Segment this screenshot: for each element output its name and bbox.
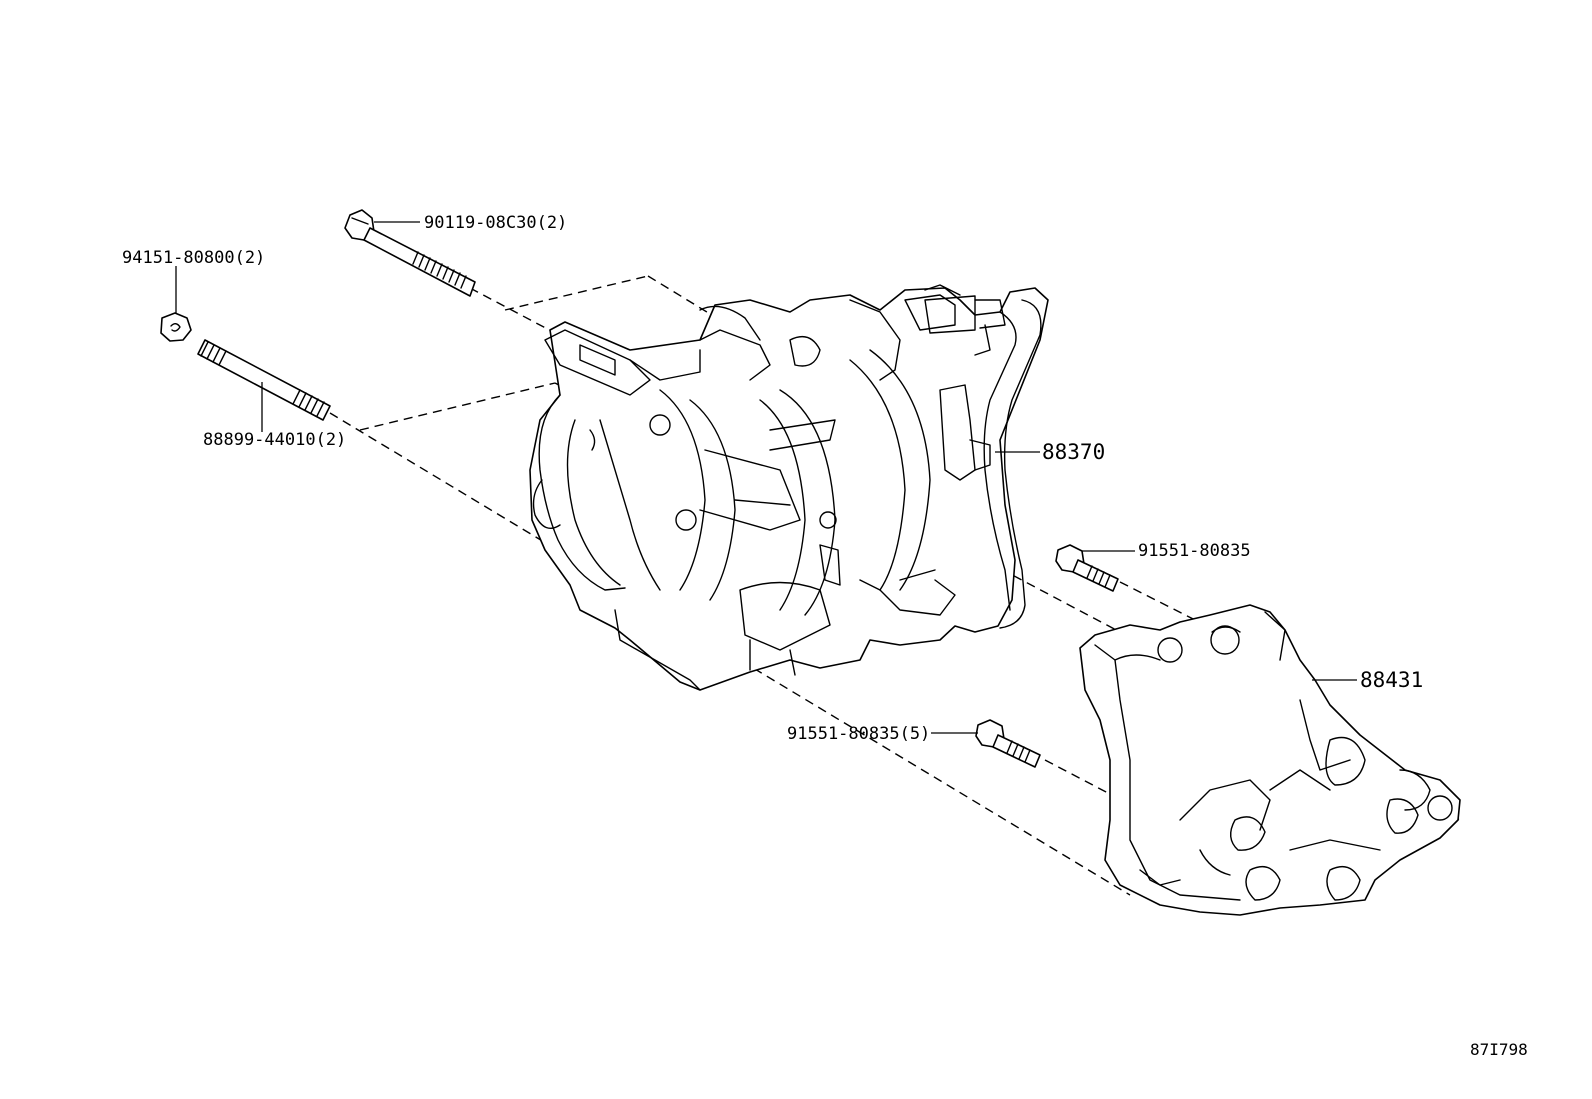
label-nut: 94151-80800(2) xyxy=(122,248,265,268)
label-bracket: 88431 xyxy=(1360,668,1423,692)
compressor-assembly xyxy=(529,284,1049,691)
bolt-lower xyxy=(975,719,1041,768)
nut xyxy=(160,266,192,342)
label-bolt-lower: 91551-80835(5) xyxy=(787,724,930,744)
long-bolt-top xyxy=(344,209,476,297)
label-stud: 88899-44010(2) xyxy=(203,430,346,450)
leader-lines xyxy=(374,221,1357,734)
bracket xyxy=(1079,604,1461,916)
label-compressor: 88370 xyxy=(1042,440,1105,464)
bolt-right xyxy=(1055,544,1119,592)
stud xyxy=(197,339,331,432)
label-bolt-right: 91551-80835 xyxy=(1138,541,1251,561)
reference-number: 87I798 xyxy=(1470,1040,1528,1059)
label-bolt-top: 90119-08C30(2) xyxy=(424,213,567,233)
